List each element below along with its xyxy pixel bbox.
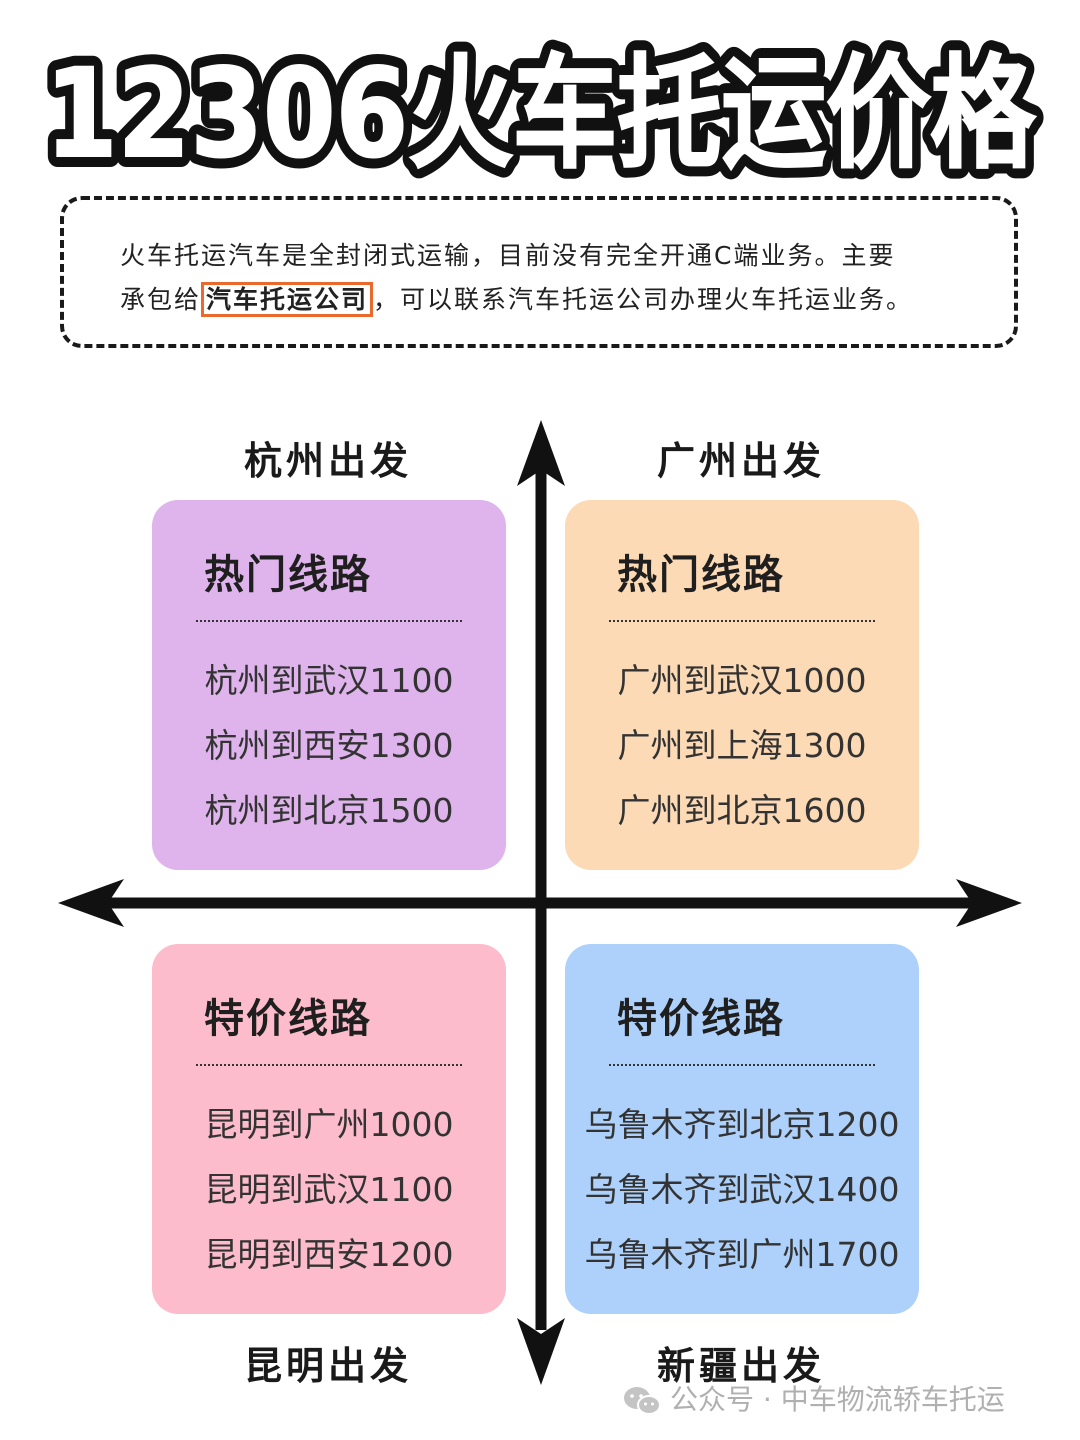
watermark-text: 公众号 · 中车物流轿车托运 <box>670 1383 1005 1416</box>
intro-line-2: 承包给汽车托运公司，可以联系汽车托运公司办理火车托运业务。 <box>120 278 980 322</box>
route-item: 乌鲁木齐到广州1700 <box>584 1235 900 1274</box>
intro-text: 火车托运汽车是全封闭式运输，目前没有完全开通C端业务。主要 承包给汽车托运公司，… <box>120 234 980 322</box>
arrow-up-icon <box>517 420 565 486</box>
label-xinjiang: 新疆出发 <box>656 1344 825 1388</box>
card-xinjiang: 特价线路 乌鲁木齐到北京1200 乌鲁木齐到武汉1400 乌鲁木齐到广州1700 <box>565 944 919 1314</box>
highlight-company: 汽车托运公司 <box>201 282 374 317</box>
page-title-text: 12306火车托运价格 <box>45 43 1036 185</box>
page-title: 12306火车托运价格 12306火车托运价格 <box>0 38 1080 188</box>
route-item: 昆明到西安1200 <box>204 1235 454 1274</box>
page-title-outline: 12306火车托运价格 <box>45 43 1036 185</box>
arrow-right-icon <box>956 879 1022 927</box>
dotted-divider <box>609 1064 875 1066</box>
route-item: 昆明到武汉1100 <box>204 1170 454 1209</box>
label-kunming: 昆明出发 <box>243 1344 412 1388</box>
intro-box: 火车托运汽车是全封闭式运输，目前没有完全开通C端业务。主要 承包给汽车托运公司，… <box>60 196 1018 348</box>
arrow-left-icon <box>58 879 124 927</box>
route-item: 杭州到武汉1100 <box>204 661 454 700</box>
dotted-divider <box>196 1064 462 1066</box>
route-list: 乌鲁木齐到北京1200 乌鲁木齐到武汉1400 乌鲁木齐到广州1700 <box>565 1092 919 1287</box>
card-guangzhou: 热门线路 广州到武汉1000 广州到上海1300 广州到北京1600 <box>565 500 919 870</box>
arrow-down-icon <box>517 1318 565 1385</box>
intro-line-1: 火车托运汽车是全封闭式运输，目前没有完全开通C端业务。主要 <box>120 241 896 270</box>
route-item: 杭州到北京1500 <box>204 791 454 830</box>
wechat-icon <box>624 1387 661 1415</box>
card-title: 热门线路 <box>204 552 372 598</box>
label-guangzhou: 广州出发 <box>656 439 825 483</box>
route-item: 乌鲁木齐到武汉1400 <box>584 1170 900 1209</box>
card-title: 热门线路 <box>617 552 785 598</box>
route-list: 杭州到武汉1100 杭州到西安1300 杭州到北京1500 <box>152 648 506 843</box>
route-item: 广州到北京1600 <box>617 791 867 830</box>
label-hangzhou: 杭州出发 <box>243 439 412 483</box>
page-title-graphic: 12306火车托运价格 12306火车托运价格 <box>34 38 1047 188</box>
card-title: 特价线路 <box>617 996 785 1042</box>
route-item: 乌鲁木齐到北京1200 <box>584 1105 900 1144</box>
card-kunming: 特价线路 昆明到广州1000 昆明到武汉1100 昆明到西安1200 <box>152 944 506 1314</box>
intro-line-2-suffix: ，可以联系汽车托运公司办理火车托运业务。 <box>373 285 914 314</box>
route-list: 昆明到广州1000 昆明到武汉1100 昆明到西安1200 <box>152 1092 506 1287</box>
dotted-divider <box>609 620 875 622</box>
route-item: 昆明到广州1000 <box>204 1105 454 1144</box>
watermark: 公众号 · 中车物流轿车托运 <box>622 1378 1005 1418</box>
route-item: 广州到武汉1000 <box>617 661 867 700</box>
route-item: 广州到上海1300 <box>617 726 867 765</box>
intro-line-2-prefix: 承包给 <box>120 285 202 314</box>
card-hangzhou: 热门线路 杭州到武汉1100 杭州到西安1300 杭州到北京1500 <box>152 500 506 870</box>
route-list: 广州到武汉1000 广州到上海1300 广州到北京1600 <box>565 648 919 843</box>
card-title: 特价线路 <box>204 996 372 1042</box>
dotted-divider <box>196 620 462 622</box>
route-item: 杭州到西安1300 <box>204 726 454 765</box>
